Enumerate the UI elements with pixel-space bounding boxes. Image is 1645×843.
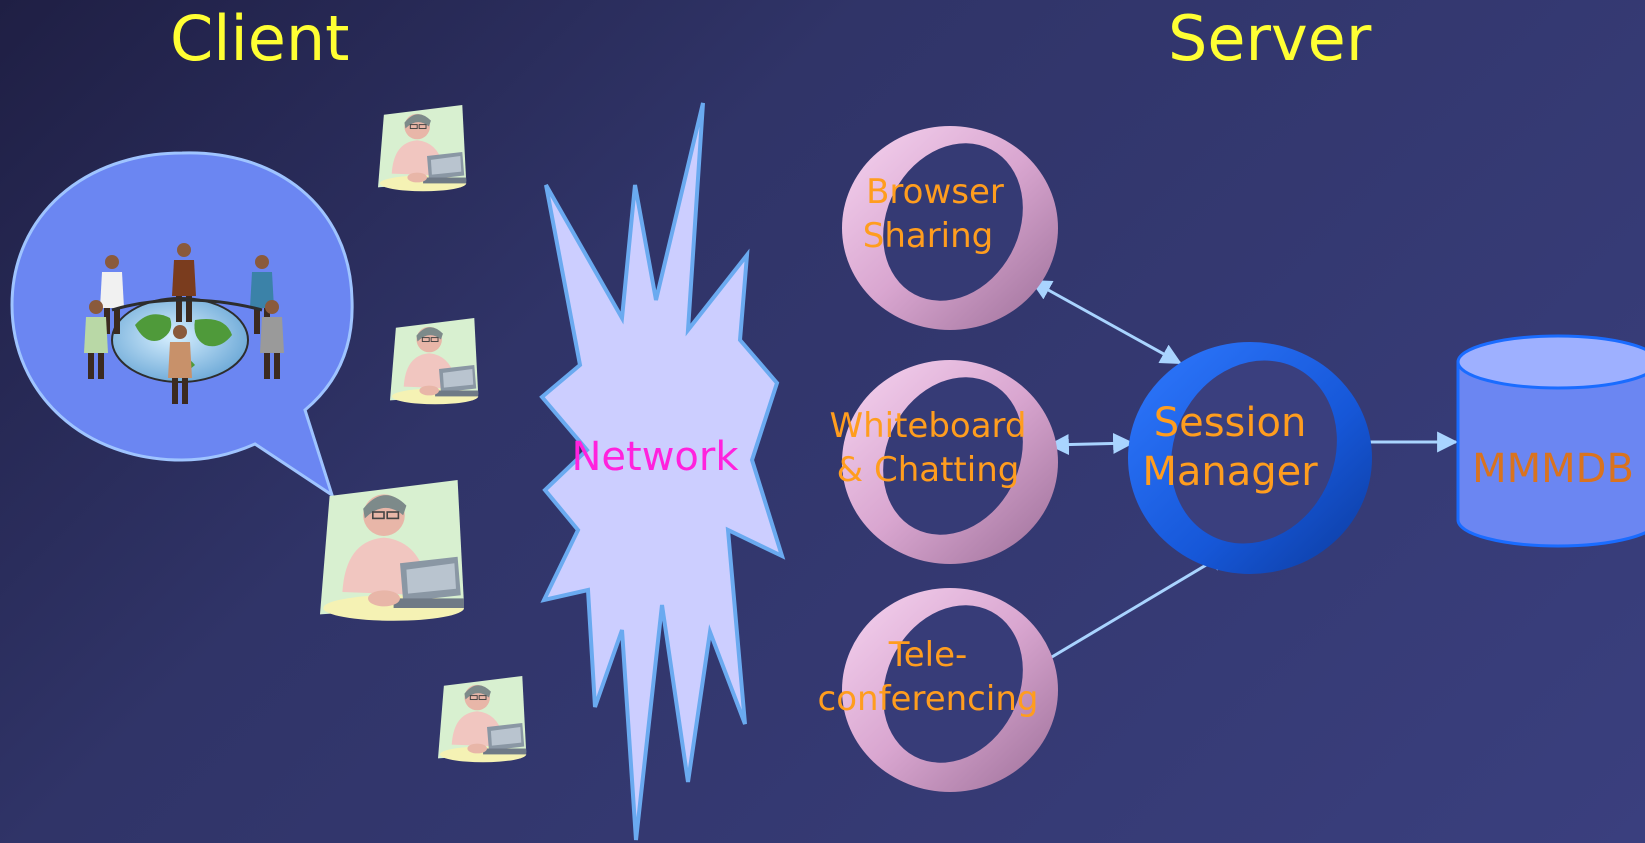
module-browser-sharing: Browser Sharing <box>842 126 1058 330</box>
user-at-laptop-icon <box>377 104 467 192</box>
user-at-laptop-icon <box>389 317 479 405</box>
mmmdb-database: MMMDB <box>1456 334 1645 548</box>
module-teleconferencing: Tele- conferencing <box>818 588 1058 792</box>
arrow-browser-session <box>1030 279 1182 365</box>
module-label-line1: Browser <box>866 172 1004 212</box>
session-manager-line1: Session <box>1154 400 1307 446</box>
network-label: Network <box>571 434 739 480</box>
module-label-line1: Whiteboard <box>829 406 1026 446</box>
arrow-tele-session <box>1028 550 1230 672</box>
client-title: Client <box>170 2 350 75</box>
client-group-bubble <box>10 151 354 499</box>
module-label-line2: conferencing <box>818 679 1039 719</box>
session-manager: Session Manager <box>1128 342 1372 574</box>
database-label: MMMDB <box>1472 446 1634 492</box>
session-manager-line2: Manager <box>1142 449 1318 495</box>
arrow-whiteboard-session <box>1047 432 1135 456</box>
connection-arrows <box>1028 279 1459 672</box>
module-whiteboard-chatting: Whiteboard & Chatting <box>829 360 1058 564</box>
module-label-line2: & Chatting <box>837 450 1020 490</box>
module-label-line2: Sharing <box>863 216 994 256</box>
server-title: Server <box>1168 2 1372 75</box>
user-at-laptop-icon <box>437 675 527 763</box>
network-cloud: Network <box>539 102 786 841</box>
people-around-globe-icon <box>84 243 284 404</box>
user-at-laptop-icon <box>319 479 465 622</box>
module-label-line1: Tele- <box>888 635 968 675</box>
